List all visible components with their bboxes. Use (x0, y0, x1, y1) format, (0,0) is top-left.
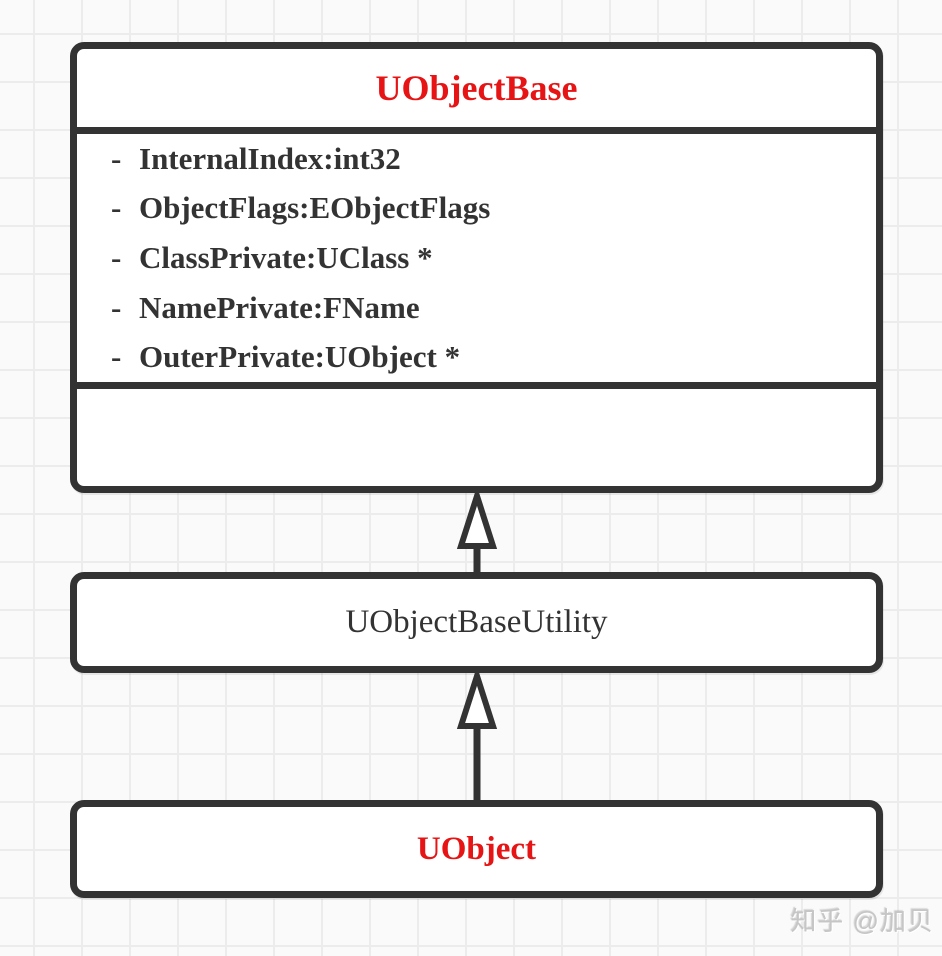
inheritance-arrow-icon (456, 672, 498, 800)
field-row-nameprivate: - NamePrivate:FName (77, 283, 876, 333)
field-row-objectflags: - ObjectFlags:EObjectFlags (77, 184, 876, 234)
field-text: InternalIndex:int32 (139, 140, 401, 176)
class-box-uobjectbase: UObjectBase - InternalIndex:int32 - Obje… (70, 42, 883, 493)
class-box-uobjectbaseutility: UObjectBaseUtility (70, 572, 883, 673)
field-visibility-dash: - (111, 289, 122, 325)
class-title-uobject: UObject (416, 830, 537, 867)
field-visibility-dash: - (111, 140, 122, 176)
field-text: ObjectFlags:EObjectFlags (139, 190, 491, 226)
watermark: 知乎 @加贝 (790, 906, 934, 936)
methods-section-empty (77, 389, 876, 486)
field-row-classprivate: - ClassPrivate:UClass * (77, 233, 876, 283)
inheritance-arrow-icon (456, 492, 498, 572)
field-visibility-dash: - (111, 339, 122, 375)
field-visibility-dash: - (111, 190, 122, 226)
field-row-outerprivate: - OuterPrivate:UObject * (77, 332, 876, 382)
arrow-head (456, 492, 498, 549)
class-title-uobjectbase: UObjectBase (77, 49, 876, 134)
field-row-internalindex: - InternalIndex:int32 (77, 134, 876, 184)
field-visibility-dash: - (111, 240, 122, 275)
class-title-uobjectbaseutility: UObjectBaseUtility (345, 604, 608, 640)
fields-section: - InternalIndex:int32 - ObjectFlags:EObj… (77, 134, 876, 389)
field-text: OuterPrivate:UObject * (139, 339, 461, 375)
field-text: NamePrivate:FName (139, 289, 420, 325)
class-box-uobject: UObject (70, 800, 883, 898)
arrow-head (456, 672, 498, 729)
field-text: ClassPrivate:UClass * (139, 240, 433, 275)
